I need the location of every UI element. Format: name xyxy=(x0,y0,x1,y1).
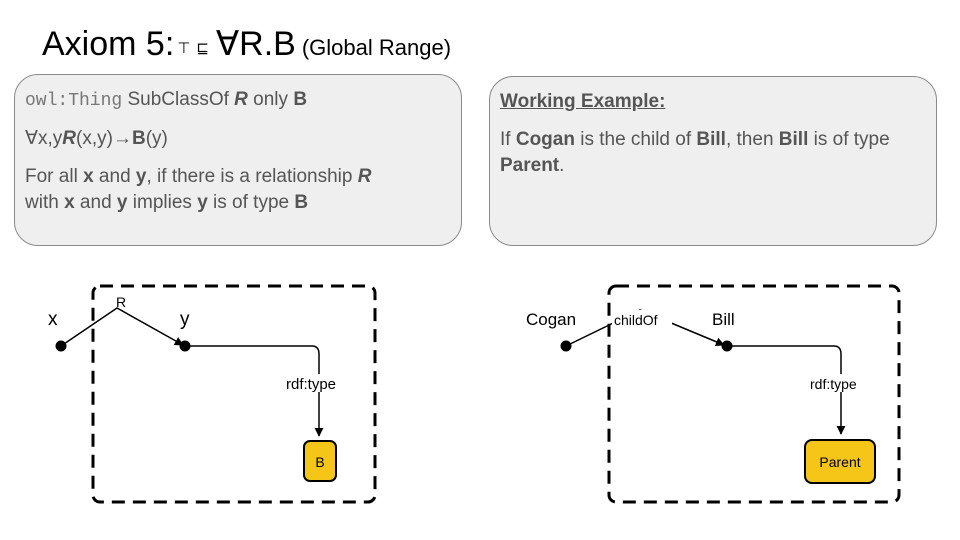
example-text: , then xyxy=(725,129,779,151)
desc-y: y xyxy=(197,192,208,214)
edge-r xyxy=(60,307,184,347)
edge-rdf-type-label: rdf:type xyxy=(286,376,336,393)
node-y-label: y xyxy=(180,309,190,330)
desc-text: For all xyxy=(25,166,84,188)
formula-r: R xyxy=(62,127,77,149)
class-node-parent-label: Parent xyxy=(819,454,860,470)
page-title: Axiom 5:⊤ ⊑ ∀R.B(Global Range) xyxy=(42,24,451,64)
axiom-definition-box: owl:Thing SubClassOf R only B ∀x,yR(x,y)… xyxy=(14,74,462,246)
example-parent: Parent xyxy=(500,155,560,177)
class-b: B xyxy=(293,89,308,110)
top-symbol: ⊤ xyxy=(177,40,191,57)
working-example-header: Working Example: xyxy=(500,91,666,112)
desc-text: is of type xyxy=(207,192,295,214)
formula-mid: (x,y)→ xyxy=(76,127,132,149)
working-example-box: Working Example: If Cogan is the child o… xyxy=(489,76,937,246)
desc-y: y xyxy=(116,192,128,214)
diagram-example: Cogan childOf Bill rdf:type Parent xyxy=(526,284,901,504)
class-node-b-label: B xyxy=(315,454,324,470)
edge-r-label: R xyxy=(116,294,126,310)
description-paragraph: For all x and y, if there is a relations… xyxy=(25,164,451,216)
desc-r: R xyxy=(357,166,372,188)
example-boundary-box xyxy=(607,284,901,504)
node-cogan-label: Cogan xyxy=(526,310,576,329)
desc-text: and xyxy=(93,166,136,188)
desc-text: with xyxy=(25,192,65,214)
edge-childof-label: childOf xyxy=(614,312,658,328)
edge-label-bg xyxy=(612,310,672,328)
fol-formula-line: ∀x,yR(x,y)→B(y) xyxy=(25,126,451,152)
formula-suffix: (y) xyxy=(145,127,168,149)
forall-expression: ∀R.B xyxy=(215,25,296,63)
only-text: only xyxy=(247,89,294,110)
node-x-label: x xyxy=(48,309,58,330)
subclassof-text: SubClassOf xyxy=(122,89,235,110)
owl-thing-code: owl:Thing xyxy=(25,91,123,111)
example-text: If xyxy=(500,129,516,151)
desc-text: implies xyxy=(127,192,198,214)
class-node-parent xyxy=(804,439,876,484)
relation-r: R xyxy=(234,89,248,110)
title-subtitle: (Global Range) xyxy=(301,35,452,60)
desc-y: y xyxy=(135,166,147,188)
subclass-symbol: ⊑ xyxy=(196,40,209,57)
edge-label-bg xyxy=(808,374,874,392)
edge-rdf-type xyxy=(185,345,324,437)
desc-text: and xyxy=(74,192,117,214)
example-paragraph: If Cogan is the child of Bill, then Bill… xyxy=(500,127,926,179)
class-node-b xyxy=(303,440,337,482)
desc-b: B xyxy=(294,192,309,214)
owl-syntax-line: owl:Thing SubClassOf R only B xyxy=(25,87,451,114)
diagram-abstract: x R y rdf:type B xyxy=(48,284,377,504)
example-text: is the child of xyxy=(574,129,697,151)
example-text: is of type xyxy=(808,129,890,151)
edge-example-rdf-type-label: rdf:type xyxy=(810,376,857,392)
domain-boundary-box xyxy=(91,284,377,504)
example-bill: Bill xyxy=(696,129,726,151)
example-bill: Bill xyxy=(778,129,809,151)
desc-text: , if there is a relationship xyxy=(146,166,358,188)
desc-x: x xyxy=(83,166,94,188)
desc-x: x xyxy=(64,192,75,214)
example-cogan: Cogan xyxy=(515,129,575,151)
formula-prefix: ∀x,y xyxy=(25,127,63,149)
title-main: Axiom 5: xyxy=(42,25,175,63)
node-bill-label: Bill xyxy=(712,310,735,329)
edge-example-rdf-type xyxy=(727,345,846,435)
example-text: . xyxy=(559,155,565,177)
edge-label-bg xyxy=(284,374,354,392)
formula-b: B xyxy=(131,127,146,149)
